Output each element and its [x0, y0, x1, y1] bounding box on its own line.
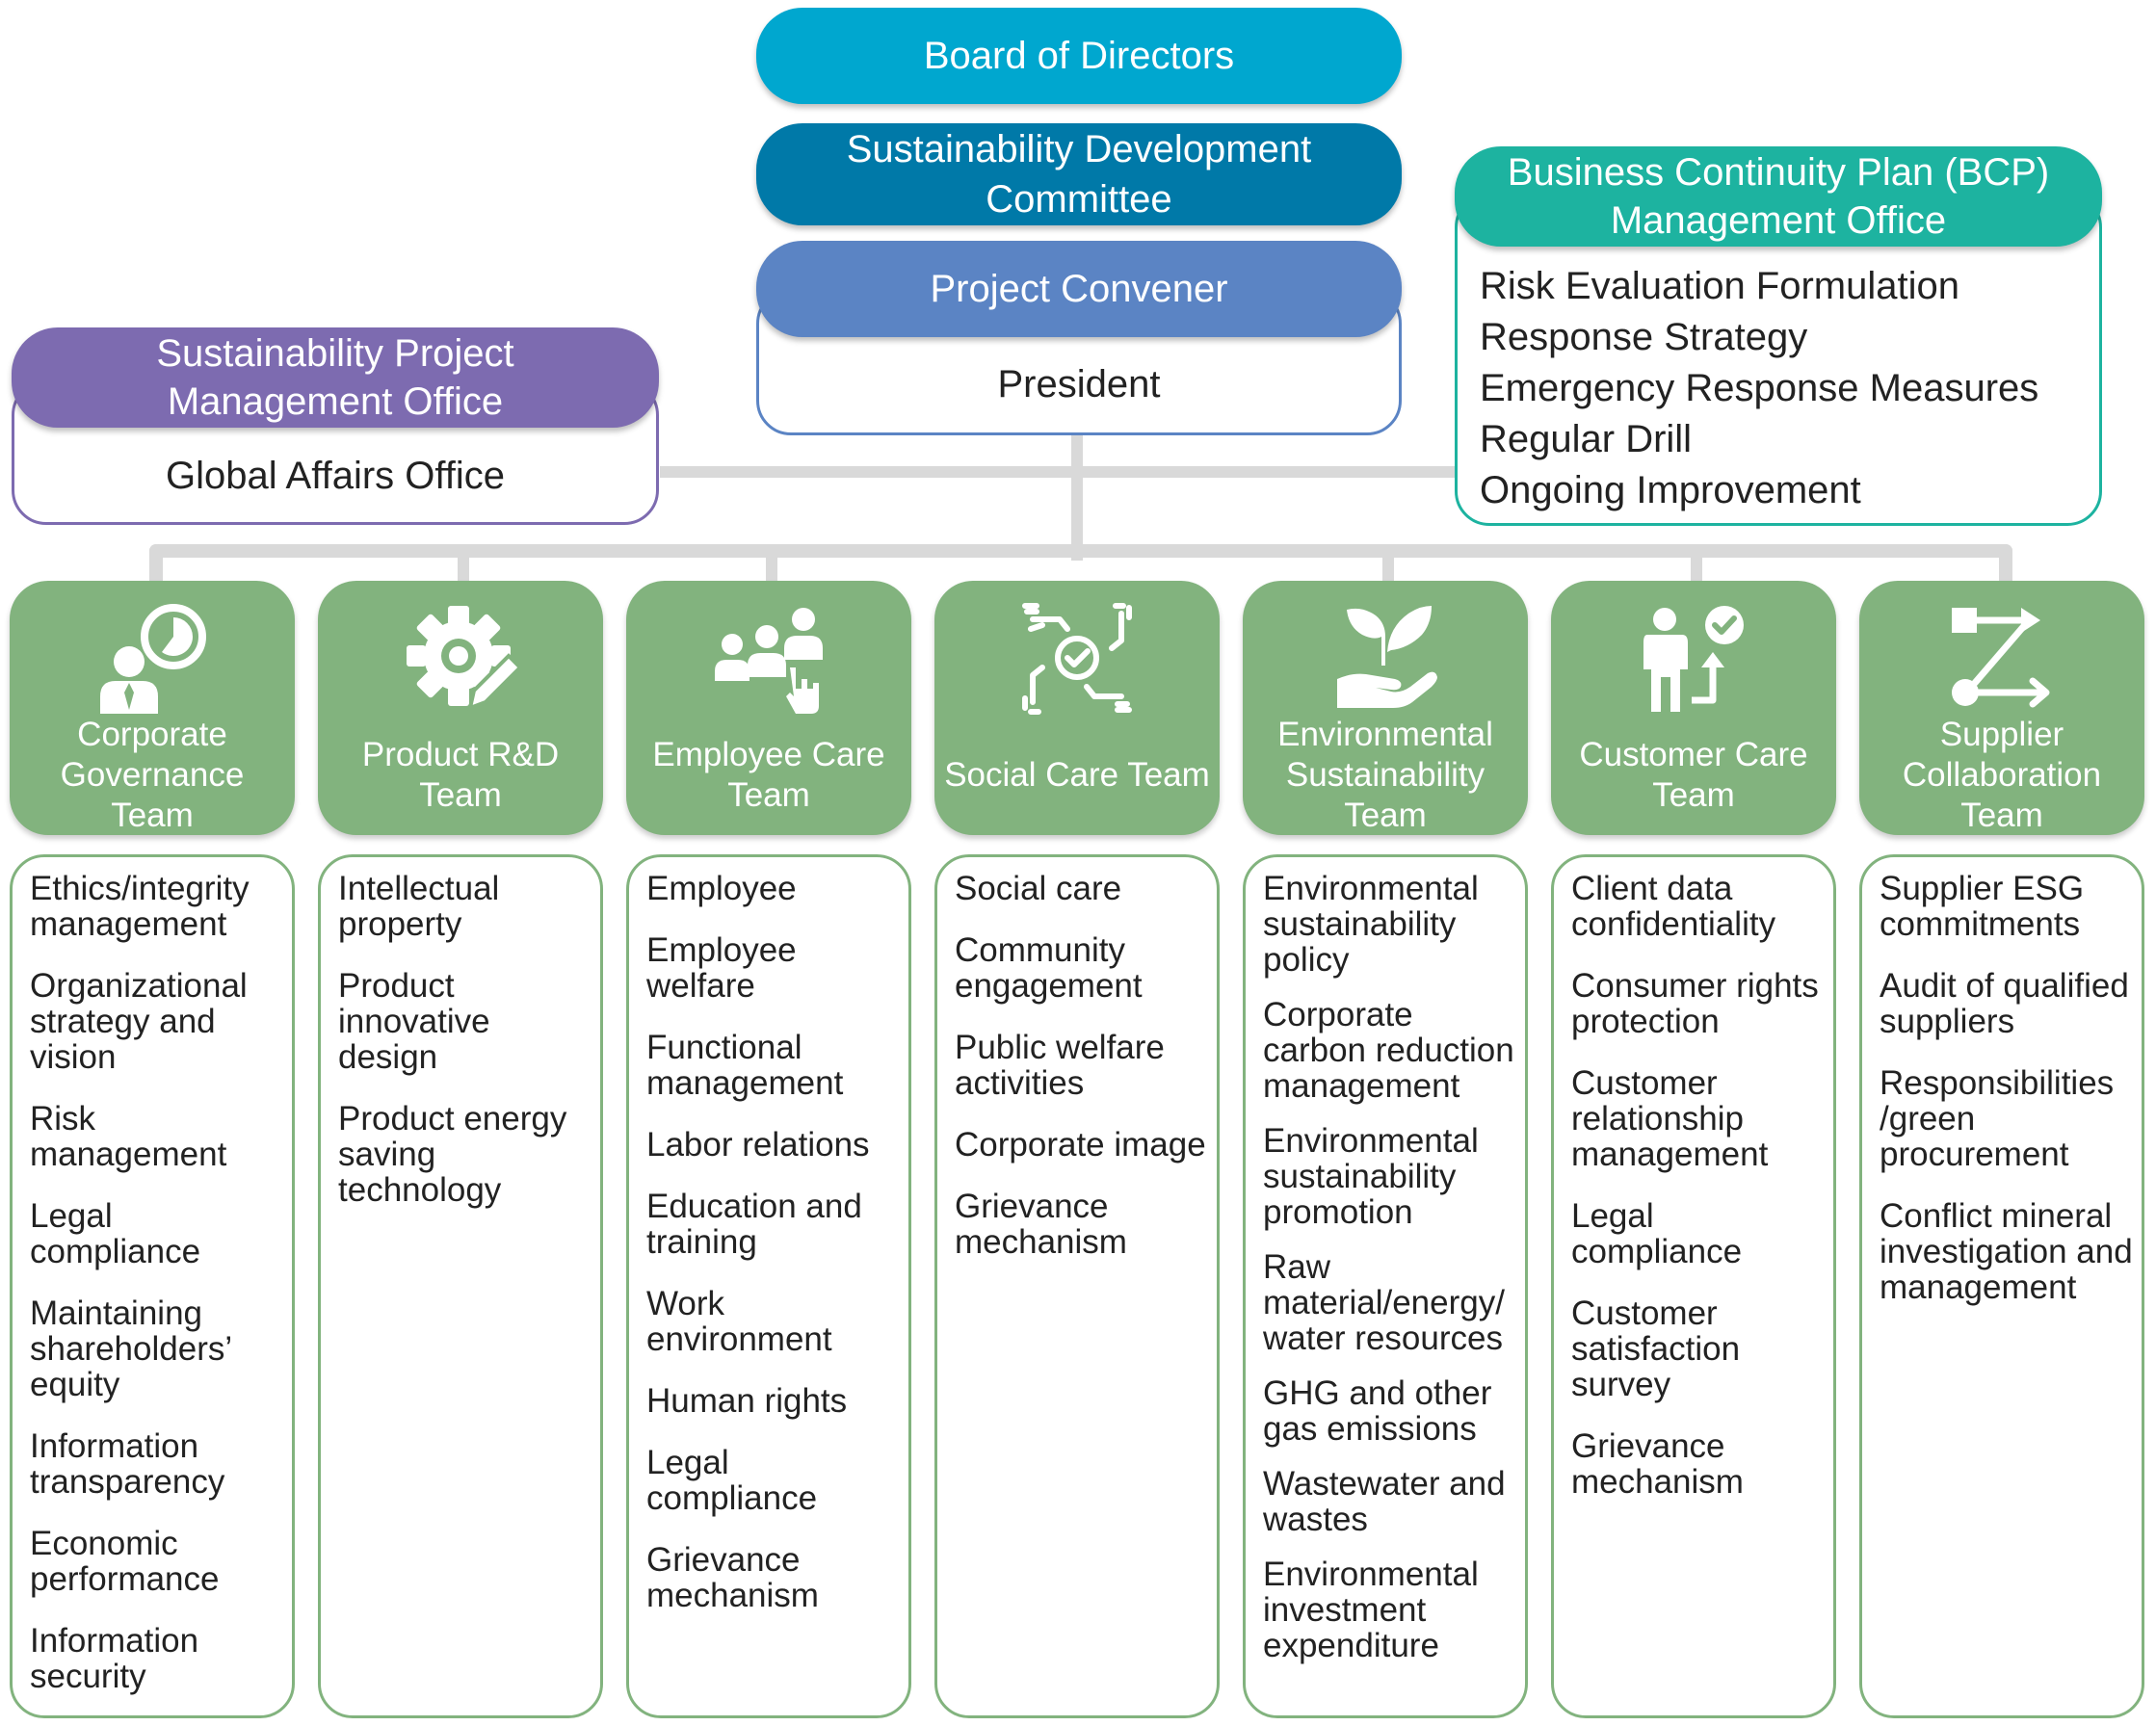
list-item: Human rights	[646, 1382, 848, 1420]
list-item: Maintaining shareholders’ equity	[30, 1294, 231, 1403]
list-item: Ethics/integrity management	[30, 870, 250, 943]
team-list-employee-care: Employee Employee welfare Functional man…	[626, 854, 911, 1718]
list-item: Community engagement	[955, 931, 1143, 1005]
bcp-item: Response Strategy	[1480, 316, 1808, 358]
list-item: Raw material/energy/ water resources	[1263, 1248, 1505, 1357]
list-item: Conflict mineral investigation and manag…	[1880, 1197, 2133, 1306]
list-item: Environmental investment expenditure	[1263, 1556, 1479, 1664]
team-label: Customer Care Team	[1579, 736, 1808, 814]
sustainability-development-committee: Sustainability Development Committee	[756, 123, 1402, 225]
connector-drop-6	[1691, 544, 1702, 590]
list-item: Legal compliance	[1571, 1197, 1743, 1270]
list-item: Legal compliance	[646, 1444, 818, 1517]
list-item: Wastewater and wastes	[1263, 1465, 1506, 1538]
bcp-title: Business Continuity Plan (BCP) Managemen…	[1507, 151, 2050, 242]
team-label: Supplier Collaboration Team	[1902, 716, 2102, 834]
list-item: Employee	[646, 870, 797, 907]
board-label: Board of Directors	[923, 35, 1235, 77]
team-customer-care: Customer Care Team	[1551, 581, 1836, 835]
list-item: Legal compliance	[30, 1197, 201, 1270]
bcp-item: Ongoing Improvement	[1480, 469, 1861, 511]
hands-check-icon	[1022, 603, 1132, 715]
team-product-rd: Product R&D Team	[318, 581, 603, 835]
list-item: Information transparency	[30, 1427, 225, 1501]
list-item: Social care	[955, 870, 1122, 907]
connector-drop-1	[149, 544, 163, 590]
team-label: Product R&D Team	[361, 736, 560, 814]
connector-drop-2	[458, 544, 469, 590]
list-item: Product innovative design	[338, 967, 490, 1076]
pmo-title: Sustainability Project Management Office	[156, 332, 514, 423]
team-list-environmental-sustainability: Environmental sustainability policy Corp…	[1243, 854, 1528, 1718]
bcp-header: Business Continuity Plan (BCP) Managemen…	[1455, 146, 2102, 247]
list-item: Environmental sustainability promotion	[1263, 1122, 1479, 1231]
board-of-directors: Board of Directors	[756, 8, 1402, 104]
list-item: Audit of qualified suppliers	[1880, 967, 2129, 1040]
connector-horizontal-bar	[149, 544, 2012, 558]
team-label: Employee Care Team	[652, 736, 885, 814]
list-item: Labor relations	[646, 1126, 870, 1164]
list-item: Environmental sustainability policy	[1263, 870, 1479, 979]
team-corporate-governance: Corporate Governance Team	[10, 581, 295, 835]
president-label: President	[997, 363, 1161, 405]
plant-hand-icon	[1337, 606, 1437, 708]
bcp-item-list: Risk Evaluation Formulation Response Str…	[1480, 261, 2038, 516]
list-item: Grievance mechanism	[646, 1541, 819, 1614]
team-list-product-rd: Intellectual property Product innovative…	[318, 854, 603, 1718]
team-list-customer-care: Client data confidentiality Consumer rig…	[1551, 854, 1836, 1718]
connector-drop-7	[1999, 544, 2012, 590]
list-item: Customer satisfaction survey	[1571, 1294, 1741, 1403]
bcp-item: Regular Drill	[1480, 418, 1693, 460]
list-item: Intellectual property	[338, 870, 500, 943]
bcp-item: Emergency Response Measures	[1480, 367, 2039, 409]
list-item: Consumer rights protection	[1571, 967, 1819, 1040]
bcp-box: Risk Evaluation Formulation Response Str…	[1455, 193, 2102, 526]
pmo-body: Global Affairs Office	[165, 455, 506, 497]
committee-label: Sustainability Development Committee	[846, 128, 1312, 221]
list-item: Work environment	[646, 1285, 832, 1358]
list-item: Grievance mechanism	[955, 1188, 1127, 1261]
list-item: Risk management	[30, 1100, 227, 1173]
list-item: GHG and other gas emissions	[1263, 1374, 1492, 1448]
team-list-social-care: Social care Community engagement Public …	[934, 854, 1220, 1718]
list-item: Corporate carbon reduction management	[1263, 996, 1514, 1105]
list-item: Employee welfare	[646, 931, 797, 1005]
connector-branch-pmo-bcp	[660, 466, 1469, 478]
pmo-header: Sustainability Project Management Office	[12, 327, 659, 428]
team-list-corporate-governance: Ethics/integrity management Organization…	[10, 854, 295, 1718]
person-check-icon	[1643, 606, 1744, 712]
team-list-supplier-collaboration: Supplier ESG commitments Audit of qualif…	[1859, 854, 2144, 1718]
list-item: Economic performance	[30, 1525, 220, 1598]
list-item: Organizational strategy and vision	[30, 967, 248, 1076]
gear-pencil-icon	[407, 606, 518, 712]
list-item: Product energy saving technology	[338, 1100, 567, 1209]
route-arrows-icon	[1952, 608, 2050, 708]
convener-label: Project Convener	[930, 268, 1228, 310]
list-item: Corporate image	[955, 1126, 1206, 1164]
list-item: Functional management	[646, 1029, 844, 1102]
list-item: Education and training	[646, 1188, 862, 1261]
bcp-item: Risk Evaluation Formulation	[1480, 265, 1959, 307]
list-item: Supplier ESG commitments	[1880, 870, 2085, 943]
team-social-care: Social Care Team	[934, 581, 1220, 835]
list-item: Information security	[30, 1622, 199, 1695]
project-convener: Project Convener	[756, 241, 1402, 337]
team-label: Environmental Sustainability Team	[1277, 716, 1493, 834]
team-label: Corporate Governance Team	[60, 716, 245, 834]
people-group-icon	[715, 608, 823, 714]
team-label: Social Care Team	[944, 756, 1210, 794]
list-item: Responsibilities /green procurement	[1880, 1064, 2115, 1173]
team-employee-care: Employee Care Team	[626, 581, 911, 835]
list-item: Public welfare activities	[955, 1029, 1165, 1102]
connector-drop-5	[1382, 544, 1394, 590]
list-item: Customer relationship management	[1571, 1064, 1769, 1173]
governance-chart-icon	[100, 604, 206, 714]
list-item: Client data confidentiality	[1571, 870, 1776, 943]
team-environmental-sustainability: Environmental Sustainability Team	[1243, 581, 1528, 835]
connector-trunk	[1071, 435, 1083, 561]
team-supplier-collaboration: Supplier Collaboration Team	[1859, 581, 2144, 835]
connector-drop-3	[766, 544, 777, 590]
list-item: Grievance mechanism	[1571, 1427, 1744, 1501]
